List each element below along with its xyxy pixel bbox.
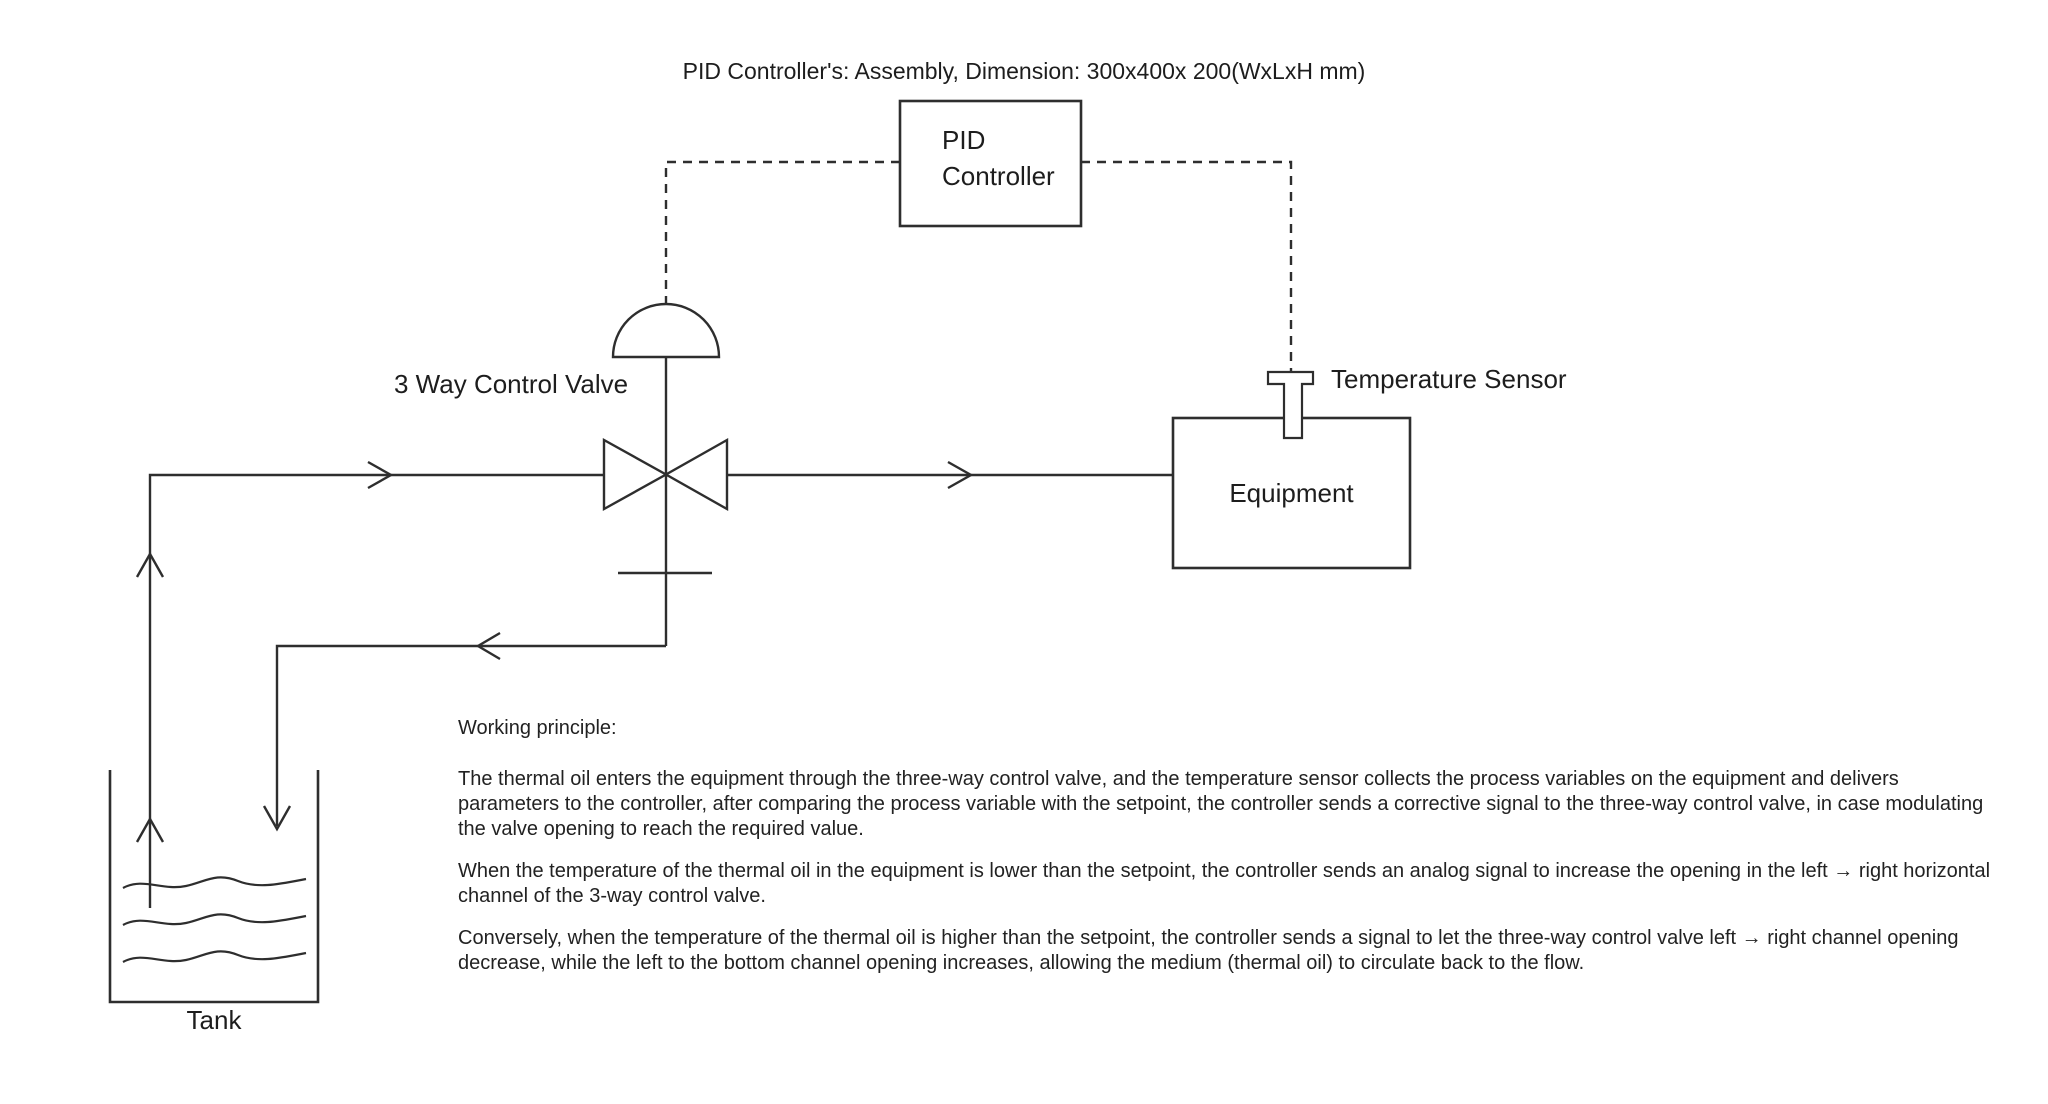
flow-arrow-left-icon xyxy=(475,631,501,661)
temperature-sensor-label: Temperature Sensor xyxy=(1331,364,1567,394)
flow-arrow-up-tank-icon xyxy=(135,816,165,843)
pid-controller-box xyxy=(898,99,1083,228)
tank-liquid-waves xyxy=(122,876,307,963)
wave-icon xyxy=(122,876,307,889)
valve-actuator-dome xyxy=(611,302,721,359)
wave-icon xyxy=(122,950,307,963)
flow-arrow-right-icon xyxy=(367,460,394,490)
tank-symbol xyxy=(108,770,320,1004)
equipment-label: Equipment xyxy=(1229,477,1354,508)
working-principle-paragraph-1: The thermal oil enters the equipment thr… xyxy=(458,768,1984,840)
diagram-title: PID Controller's: Assembly, Dimension: 3… xyxy=(682,58,1366,84)
tank-label: Tank xyxy=(186,1005,242,1035)
signal-line-sensor-to-controller xyxy=(1081,160,1293,372)
wave-icon xyxy=(122,913,307,926)
pid-controller-line2: Controller xyxy=(942,161,1055,191)
flow-arrow-down-icon xyxy=(262,805,292,832)
valve-label: 3 Way Control Valve xyxy=(394,369,629,399)
valve-body-left-triangle xyxy=(602,437,669,512)
flow-arrow-to-equipment-icon xyxy=(947,460,974,490)
working-principle-paragraph-2: When the temperature of the thermal oil … xyxy=(458,860,1991,907)
flow-arrow-up-icon xyxy=(135,551,165,578)
working-principle-paragraph-3: Conversely, when the temperature of the … xyxy=(458,927,1959,974)
working-principle-section: Working principle: The thermal oil enter… xyxy=(458,716,1998,993)
return-pipe xyxy=(275,644,666,826)
temperature-sensor-symbol xyxy=(1266,370,1315,440)
valve-body-right-triangle xyxy=(663,437,729,512)
pid-controller-line1: PID xyxy=(942,125,986,155)
equipment-box xyxy=(1171,416,1412,570)
signal-line-controller-to-valve xyxy=(664,160,900,304)
working-principle-heading: Working principle: xyxy=(458,717,617,739)
pid-controller-text: PID Controller xyxy=(942,122,1055,194)
supply-pipe xyxy=(148,473,604,908)
